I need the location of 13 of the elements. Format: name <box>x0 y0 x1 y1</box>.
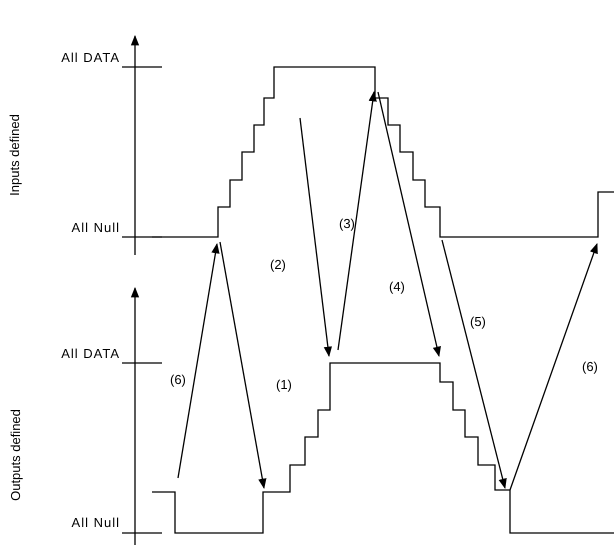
arrow-label: (2) <box>270 257 286 273</box>
arrow-label: (3) <box>339 216 355 232</box>
arrow-label: (6) <box>582 359 598 375</box>
level-label: All Null <box>70 515 120 531</box>
level-label: All DATA <box>60 346 120 362</box>
level-label: All DATA <box>60 50 120 66</box>
axis-label: Outputs defined <box>8 409 24 501</box>
axis-label: Inputs defined <box>6 114 23 196</box>
level-label: All Null <box>70 220 120 236</box>
arrow-label: (1) <box>276 377 292 393</box>
arrow-label: (4) <box>389 279 405 295</box>
arrow-label: (6) <box>170 372 186 388</box>
arrow-label: (5) <box>470 314 486 330</box>
